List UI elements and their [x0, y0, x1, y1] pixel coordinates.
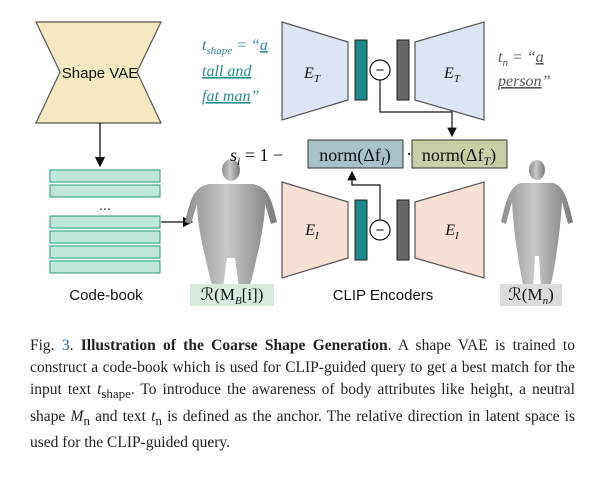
image-encoder-left — [281, 181, 349, 279]
shape-vae-shape — [35, 21, 162, 124]
codebook: ... Code-book — [49, 169, 161, 304]
caption-t-shape: t — [97, 381, 102, 399]
figure-caption: Fig. 3. Illustration of the Coarse Shape… — [30, 335, 575, 454]
caption-title: Illustration of the Coarse Shape Generat… — [80, 337, 388, 354]
caption-m-n-sub: n — [83, 412, 90, 428]
coarse-shape-generation-diagram: Shape VAE ... Code-book ET − ET tshape =… — [35, 21, 573, 307]
svg-text:tall and: tall and — [202, 63, 252, 80]
codebook-label: Code-book — [69, 287, 143, 304]
image-feature-bar — [354, 199, 368, 261]
query-body-render — [185, 159, 277, 288]
svg-text:tn = “a: tn = “a — [498, 49, 544, 69]
caption-m-n: M — [70, 407, 84, 425]
image-minus-circle — [369, 219, 391, 241]
caption-fig-prefix: Fig. — [30, 337, 62, 354]
similarity-lhs: si = 1 − — [230, 145, 283, 168]
text-encoder-right-label: ET — [443, 65, 461, 85]
shape-vae-block: Shape VAE — [35, 21, 162, 124]
caption-text-2: . To introduce the awareness of body att… — [30, 381, 575, 425]
text-shape-input: tshape = “a tall and fat man” — [202, 37, 268, 105]
norm-text-diff-box — [411, 139, 508, 169]
svg-text:tshape = “a: tshape = “a — [202, 37, 268, 57]
image-encoder-right — [414, 181, 485, 279]
caption-fig-number[interactable]: 3 — [61, 337, 70, 354]
codebook-dots: ... — [99, 197, 111, 213]
svg-text:person”: person” — [497, 73, 551, 90]
norm-image-diff-box — [307, 139, 404, 169]
render-neutral-label: ℛ(Mn) — [508, 285, 554, 307]
text-feature-bar — [354, 39, 368, 101]
caption-text-1: . A shape VAE is trained to construct a … — [30, 337, 575, 399]
caption-t-n-sub: n — [155, 412, 162, 428]
render-query-label-bg — [190, 284, 274, 306]
codebook-entry — [49, 215, 161, 229]
caption-t-n: t — [151, 407, 156, 425]
norm-text-diff-label: norm(ΔfT) — [422, 145, 496, 168]
norm-image-diff-label: norm(ΔfI) — [319, 145, 391, 168]
image-encoder-right-label: EI — [444, 222, 460, 242]
codebook-entry — [49, 245, 161, 259]
text-neutral-input: tn = “a person” — [497, 49, 551, 90]
image-minus-symbol: − — [376, 222, 385, 239]
text-encoder-left — [281, 21, 349, 121]
clip-encoders-label: CLIP Encoders — [333, 287, 434, 304]
render-query-label: ℛ(MB[i]) — [201, 285, 264, 307]
caption-text-4: is defined as the anchor. The relative d… — [30, 407, 576, 451]
caption-text-3: and text — [89, 407, 152, 425]
neutral-image-feature-bar — [396, 199, 410, 261]
norm-dot: · — [406, 144, 412, 164]
svg-text:fat man”: fat man” — [202, 88, 259, 105]
render-neutral-label-bg — [500, 284, 562, 306]
shape-vae-label: Shape VAE — [62, 65, 138, 82]
text-encoder-right — [414, 21, 485, 121]
neutral-body-render — [501, 160, 573, 288]
image-diff-to-norm-arrow — [347, 170, 381, 225]
codebook-entry — [49, 169, 161, 183]
codebook-entry — [49, 260, 161, 274]
codebook-entry — [49, 184, 161, 198]
caption-fig-suffix: . — [69, 337, 81, 354]
text-encoder-left-label: ET — [303, 65, 321, 85]
codebook-entry — [49, 230, 161, 244]
neutral-text-feature-bar — [396, 39, 410, 101]
caption-t-shape-sub: shape — [101, 386, 131, 402]
image-encoder-left-label: EI — [304, 222, 320, 242]
text-diff-to-norm-arrow — [379, 80, 457, 138]
similarity-formula: si = 1 − norm(ΔfI) · norm(ΔfT) — [230, 139, 508, 169]
text-minus-symbol: − — [376, 62, 385, 79]
